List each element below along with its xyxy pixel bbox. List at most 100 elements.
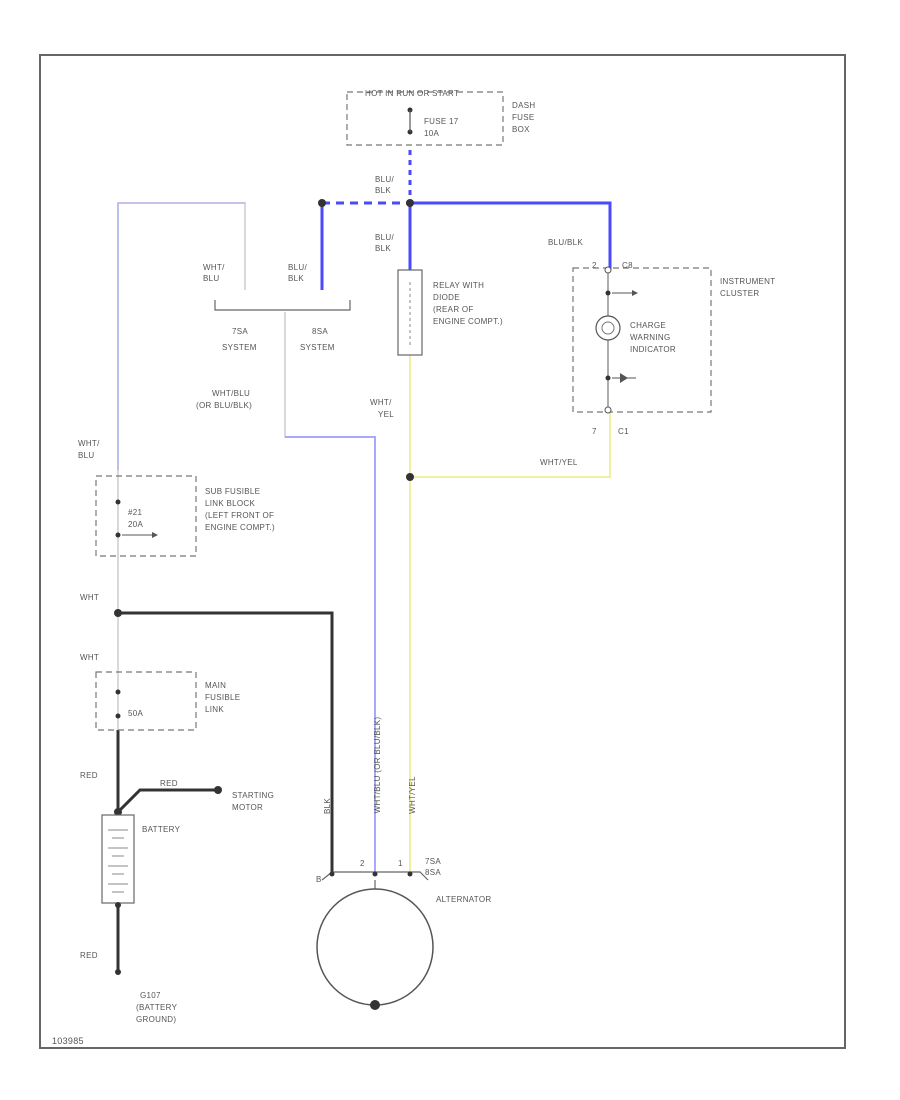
relay-label-2: DIODE bbox=[433, 293, 460, 302]
wire-label-red-1: RED bbox=[80, 771, 98, 780]
junction-top-left bbox=[318, 199, 326, 207]
indicator-label-1: CHARGE bbox=[630, 321, 666, 330]
main-fuse-terminal-bottom bbox=[115, 713, 121, 719]
wire-bus-to-cluster bbox=[410, 201, 612, 270]
wire-label-wht-blu-or-2: (OR BLU/BLK) bbox=[196, 401, 252, 410]
wire-label-wht-1: WHT bbox=[80, 593, 99, 602]
fuse-17-rating: 10A bbox=[424, 129, 439, 138]
main-fuse-rating: 50A bbox=[128, 709, 143, 718]
wire-label-blu-blk-split-1: BLU/ bbox=[288, 263, 307, 272]
system-7sa-2: SYSTEM bbox=[222, 343, 257, 352]
ground-dot bbox=[115, 969, 121, 975]
main-fuse-terminal-top bbox=[115, 689, 121, 695]
sub-fusible-label-2: LINK BLOCK bbox=[205, 499, 255, 508]
charge-warning-lamp-inner bbox=[601, 321, 615, 335]
ground-label-3: GROUND) bbox=[136, 1015, 176, 1024]
wire-label-blu-blk-cluster: BLU/BLK bbox=[548, 238, 583, 247]
system-8sa-1: 8SA bbox=[312, 327, 328, 336]
fuse-box-name-3: BOX bbox=[512, 125, 530, 134]
ground-label-1: G107 bbox=[140, 991, 161, 1000]
cluster-pin-bottom-conn: C1 bbox=[618, 427, 629, 436]
wire-label-blu-blk-top-2: BLK bbox=[375, 186, 391, 195]
main-fusible-label-3: LINK bbox=[205, 705, 224, 714]
wire-red-starter bbox=[116, 788, 218, 814]
alt-term-1: 1 bbox=[398, 859, 403, 868]
diagram-code: 103985 bbox=[52, 1036, 84, 1046]
wire-label-wht-2: WHT bbox=[80, 653, 99, 662]
wire-label-wht-yel-cluster: WHT/YEL bbox=[540, 458, 578, 467]
cluster-pin-bottom-num: 7 bbox=[592, 427, 597, 436]
cluster-pin-top bbox=[604, 266, 612, 274]
wire-blu-to-alt bbox=[285, 436, 376, 872]
cluster-pin-bottom bbox=[604, 406, 612, 414]
main-fusible-link bbox=[95, 671, 197, 731]
sub-fuse-terminal-top bbox=[115, 499, 121, 505]
indicator-label-2: WARNING bbox=[630, 333, 670, 342]
wire-label-wht-blu-left-2: BLU bbox=[203, 274, 219, 283]
alt-term-2-dot bbox=[372, 871, 378, 877]
junction-top-mid bbox=[406, 199, 414, 207]
sub-fusible-link-block bbox=[95, 475, 197, 557]
main-fusible-label-2: FUSIBLE bbox=[205, 693, 240, 702]
wire-label-blu-blk-split-2: BLK bbox=[288, 274, 304, 283]
sub-fusible-label-4: ENGINE COMPT.) bbox=[205, 523, 275, 532]
wire-label-blk-alt: BLK bbox=[323, 798, 332, 814]
alternator-label: ALTERNATOR bbox=[436, 895, 491, 904]
sub-fuse-number: #21 bbox=[128, 508, 142, 517]
fuse-box-name-2: FUSE bbox=[512, 113, 535, 122]
starting-motor-label-1: STARTING bbox=[232, 791, 274, 800]
relay-label-3: (REAR OF bbox=[433, 305, 474, 314]
fuse-box-name-1: DASH bbox=[512, 101, 535, 110]
wire-blk-alt bbox=[118, 611, 334, 872]
cluster-pin-top-conn: C8 bbox=[622, 261, 633, 270]
wire-label-vertical-yel: WHT/YEL bbox=[408, 776, 417, 814]
wire-label-red-2: RED bbox=[80, 951, 98, 960]
relay-label-4: ENGINE COMPT.) bbox=[433, 317, 503, 326]
wire-label-wht-blu-side-2: BLU bbox=[78, 451, 94, 460]
alt-term-2: 2 bbox=[360, 859, 365, 868]
sub-fusible-label-1: SUB FUSIBLE bbox=[205, 487, 260, 496]
wire-label-blu-blk-relay-1: BLU/ bbox=[375, 233, 394, 242]
junction-blk bbox=[114, 609, 122, 617]
alt-term-tag-2: 8SA bbox=[425, 868, 441, 877]
battery-negative bbox=[115, 902, 121, 908]
system-7sa-1: 7SA bbox=[232, 327, 248, 336]
battery-label: BATTERY bbox=[142, 825, 181, 834]
battery-cells bbox=[108, 829, 128, 893]
wire-label-wht-yel-relay-1: WHT/ bbox=[370, 398, 392, 407]
sub-fuse-rating: 20A bbox=[128, 520, 143, 529]
cluster-name-1: INSTRUMENT bbox=[720, 277, 775, 286]
wire-yel-cluster bbox=[410, 412, 611, 478]
wire-label-vertical-blu: WHT/BLU (OR BLU/BLK) bbox=[373, 717, 382, 814]
wire-label-red-starter: RED bbox=[160, 779, 178, 788]
cluster-node-2 bbox=[605, 375, 611, 381]
wire-label-wht-blu-side-1: WHT/ bbox=[78, 439, 100, 448]
cluster-name-2: CLUSTER bbox=[720, 289, 759, 298]
main-fusible-label-1: MAIN bbox=[205, 681, 226, 690]
diagram-frame bbox=[39, 54, 846, 1049]
system-8sa-2: SYSTEM bbox=[300, 343, 335, 352]
starting-motor-label-2: MOTOR bbox=[232, 803, 263, 812]
junction-red bbox=[114, 808, 122, 816]
cluster-node-1 bbox=[605, 290, 611, 296]
alt-term-tag-1: 7SA bbox=[425, 857, 441, 866]
wire-label-wht-blu-or-1: WHT/BLU bbox=[212, 389, 250, 398]
wire-label-blu-blk-top-1: BLU/ bbox=[375, 175, 394, 184]
starter-terminal bbox=[214, 786, 222, 794]
system-split-bracket bbox=[214, 300, 351, 311]
wire-label-blu-blk-relay-2: BLK bbox=[375, 244, 391, 253]
indicator-label-3: INDICATOR bbox=[630, 345, 676, 354]
alt-term-b-dot bbox=[329, 871, 335, 877]
relay-label-1: RELAY WITH bbox=[433, 281, 484, 290]
junction-yel bbox=[406, 473, 414, 481]
charge-warning-lamp bbox=[595, 315, 621, 341]
wire-wht-blu-loop bbox=[117, 202, 246, 970]
alternator-ground-dot bbox=[370, 1000, 380, 1010]
wire-split-to-jog bbox=[284, 312, 375, 438]
battery-body bbox=[101, 814, 135, 904]
sub-fuse-terminal-bottom bbox=[115, 532, 121, 538]
alt-term-1-dot bbox=[407, 871, 413, 877]
fuse-17-label: FUSE 17 bbox=[424, 117, 459, 126]
instrument-cluster-box bbox=[572, 267, 712, 413]
